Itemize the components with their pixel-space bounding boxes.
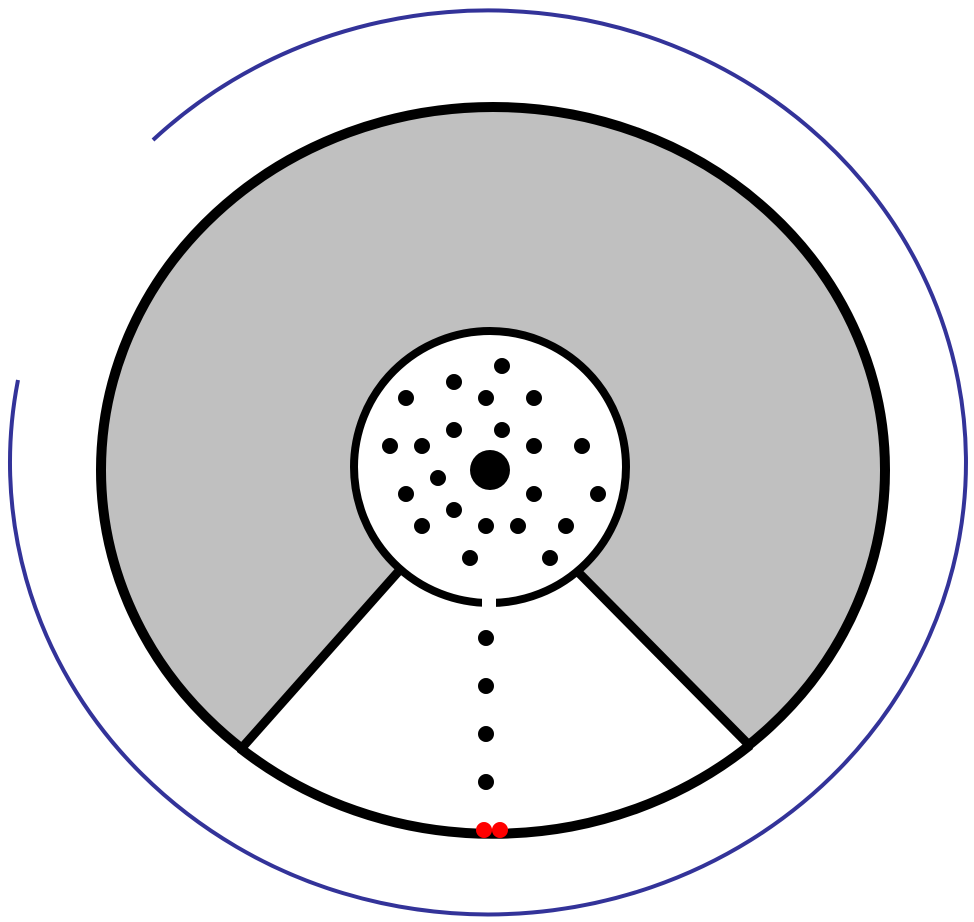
inner-dot-3	[398, 390, 414, 406]
inner-dot-8	[382, 438, 398, 454]
inner-dot-9	[414, 438, 430, 454]
inner-dot-10	[526, 438, 542, 454]
wedge-dot-2	[478, 678, 494, 694]
inner-dot-21	[462, 550, 478, 566]
inner-dot-11	[574, 438, 590, 454]
inner-circle-gap	[482, 590, 496, 610]
inner-dot-5	[526, 390, 542, 406]
inner-dot-16	[446, 502, 462, 518]
inner-dot-19	[510, 518, 526, 534]
inner-dot-2	[446, 374, 462, 390]
inner-dot-14	[526, 486, 542, 502]
wedge-dot-3	[478, 726, 494, 742]
highlight-dot-1	[476, 822, 492, 838]
inner-dot-6	[446, 422, 462, 438]
wedge-dot-4	[478, 774, 494, 790]
center-dot	[470, 450, 510, 490]
inner-dot-18	[478, 518, 494, 534]
inner-dot-12	[430, 470, 446, 486]
inner-dot-17	[414, 518, 430, 534]
wedge-dot-1	[478, 630, 494, 646]
highlight-dot-2	[492, 822, 508, 838]
inner-dot-22	[542, 550, 558, 566]
inner-dot-7	[494, 422, 510, 438]
inner-dot-15	[590, 486, 606, 502]
inner-dot-1	[494, 358, 510, 374]
inner-dot-13	[398, 486, 414, 502]
inner-dot-20	[558, 518, 574, 534]
inner-dot-4	[478, 390, 494, 406]
